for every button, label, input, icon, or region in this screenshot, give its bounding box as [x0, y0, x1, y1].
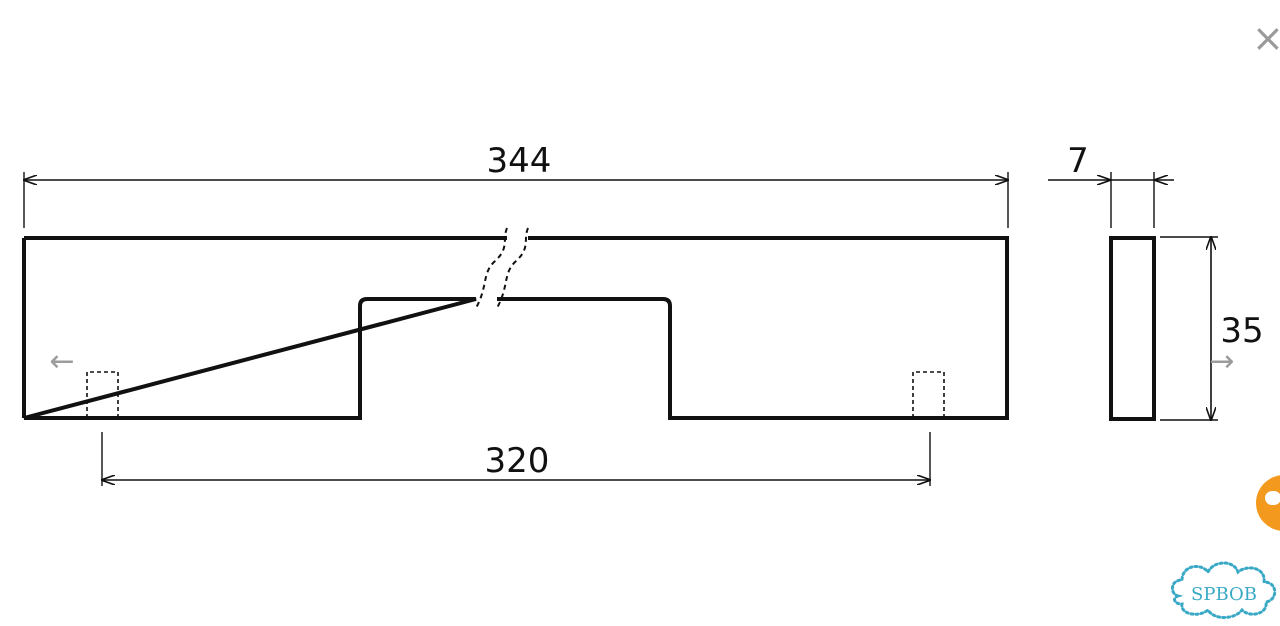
handle-front-view [22, 227, 1009, 420]
watermark-text: SPBOB [1191, 584, 1257, 605]
watermark-logo: SPBOB [1171, 561, 1277, 619]
overall-length-dimension: 344 [24, 141, 1008, 228]
thickness-label: 7 [1067, 141, 1089, 181]
arrow-left-icon[interactable]: ← [49, 344, 75, 379]
handle-side-view [1109, 236, 1156, 421]
chat-bubble-icon [1265, 491, 1280, 505]
hole-spacing-label: 320 [485, 441, 550, 481]
close-icon[interactable]: × [1252, 16, 1280, 60]
arrow-right-icon[interactable]: → [1209, 344, 1235, 379]
height-label: 35 [1220, 311, 1263, 351]
hole-spacing-dimension: 320 [102, 432, 930, 486]
height-dimension: 35 [1160, 237, 1264, 420]
overall-length-label: 344 [487, 141, 552, 181]
thickness-dimension: 7 [1048, 141, 1174, 228]
